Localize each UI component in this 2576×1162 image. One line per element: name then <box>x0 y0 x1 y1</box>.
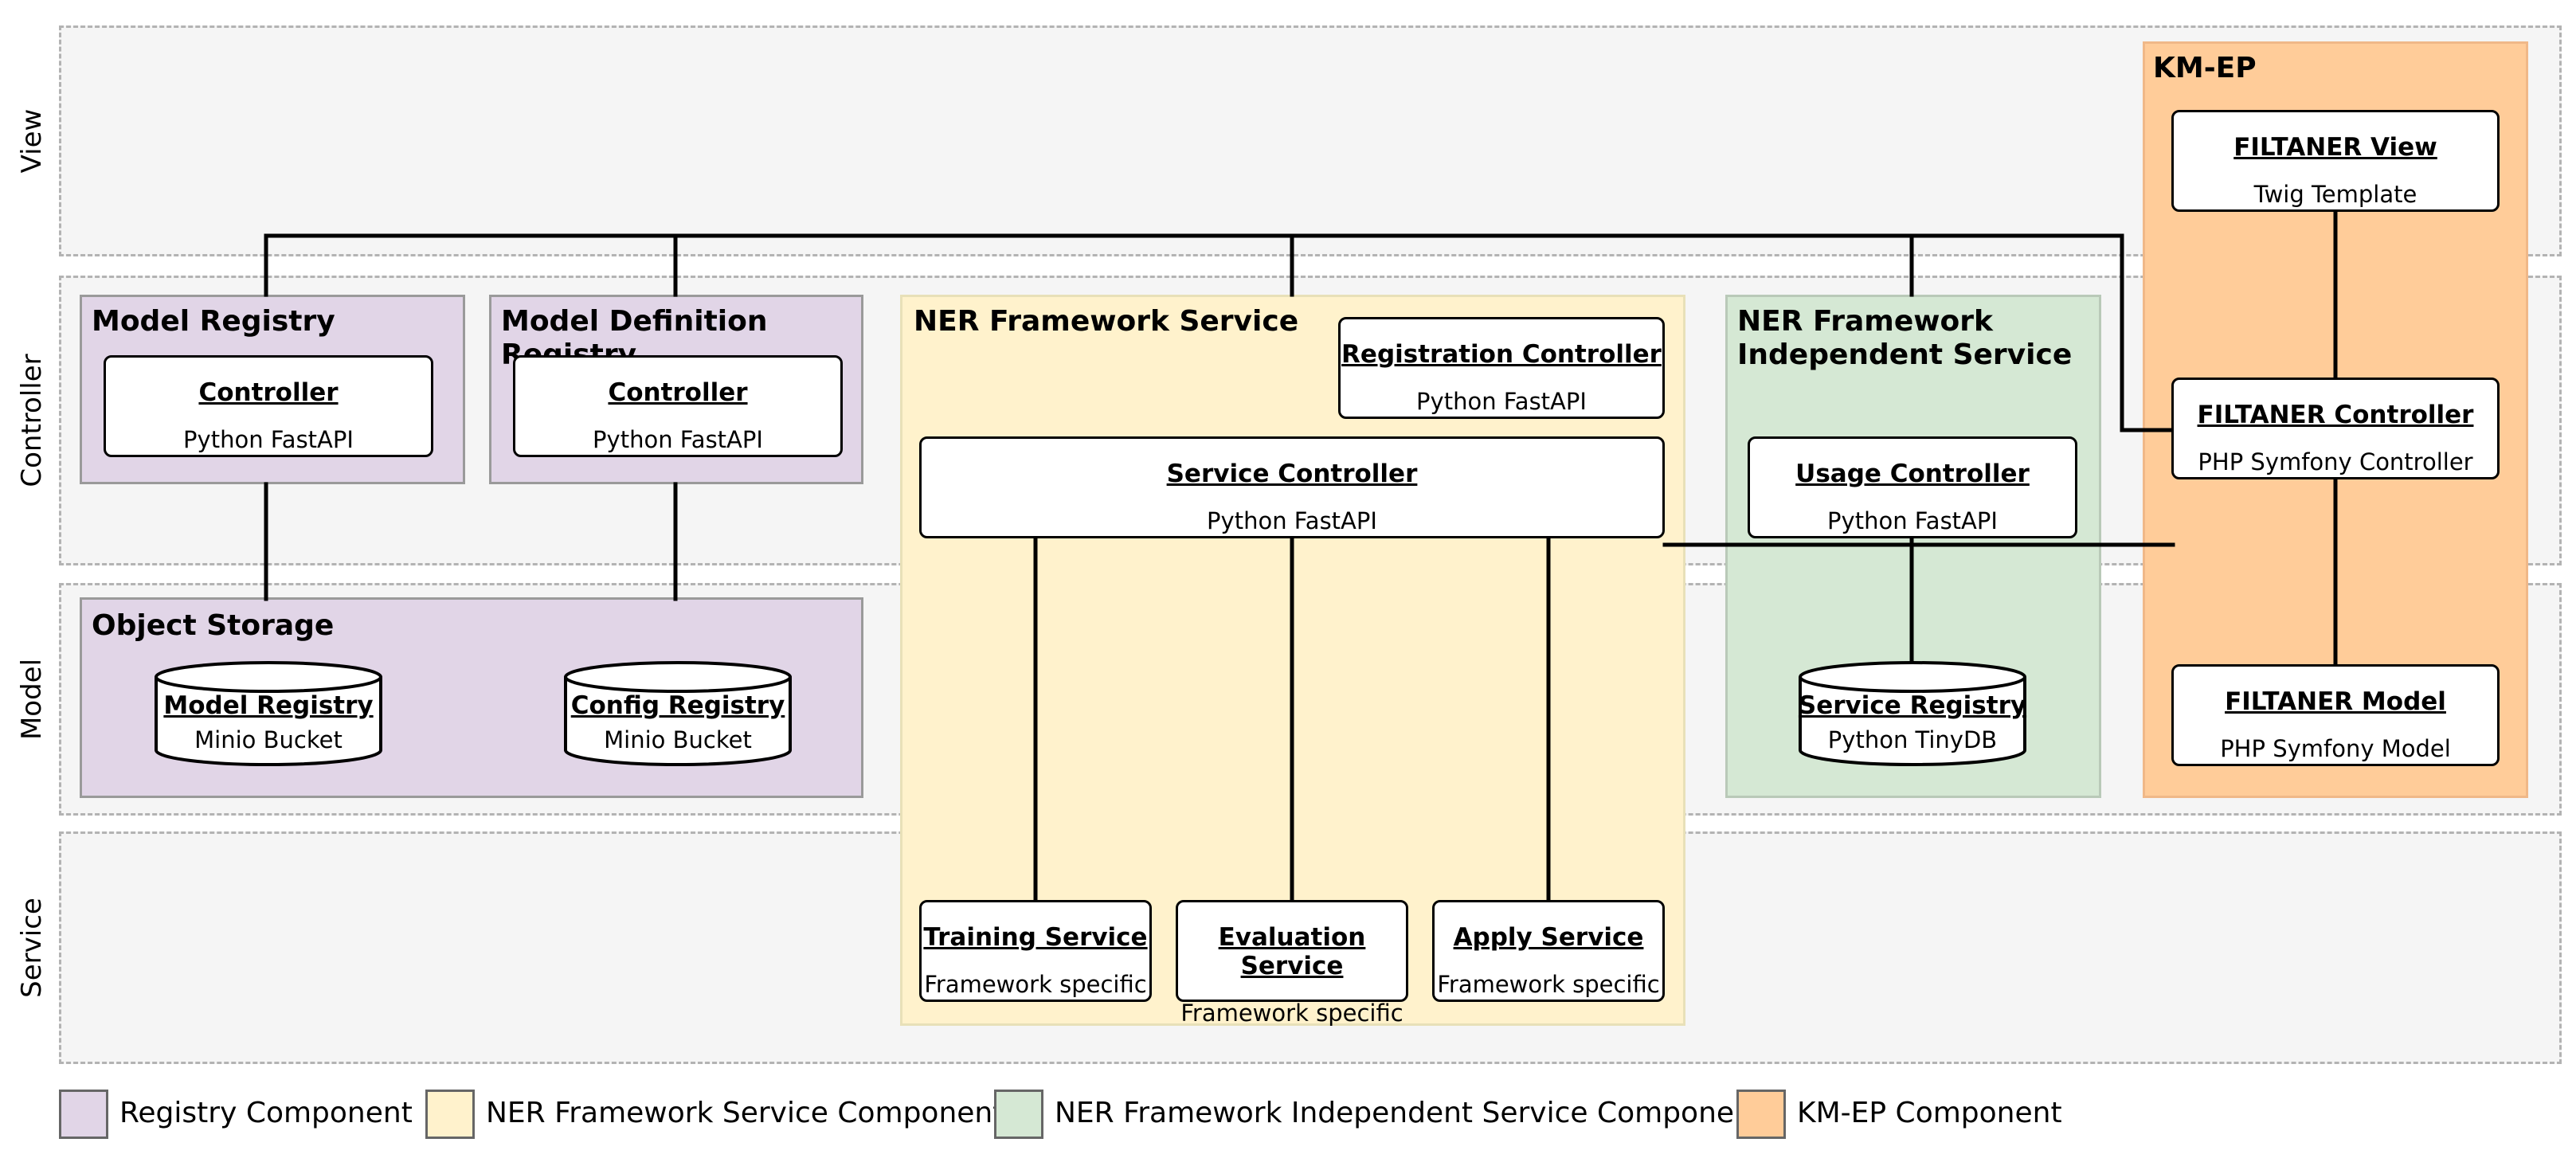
legend-swatch-kmep <box>1736 1090 1786 1139</box>
database-icon <box>564 661 792 766</box>
storage-subtitle: Python TinyDB <box>1827 726 1998 753</box>
storage-title: Model Registry <box>163 691 374 720</box>
mr-controller: Controller Python FastAPI <box>104 355 433 457</box>
component-title: Apply Service <box>1453 923 1644 952</box>
filtaner-view: FILTANER View Twig Template <box>2171 110 2500 212</box>
usage-controller: Usage Controller Python FastAPI <box>1748 436 2077 538</box>
region-title: KM-EP <box>2153 52 2257 84</box>
legend-label-ner-service: NER Framework Service Component <box>486 1097 1004 1129</box>
storage-title: Config Registry <box>570 691 785 720</box>
component-title: FILTANER Controller <box>2197 401 2474 429</box>
bus-line <box>264 233 2175 432</box>
component-title: FILTANER View <box>2233 133 2437 162</box>
apply-service: Apply Service Framework specific <box>1432 900 1665 1002</box>
model-registry-bucket: Model Registry Minio Bucket <box>153 659 384 768</box>
component-subtitle: Python FastAPI <box>1827 507 1998 534</box>
region-title: NER Framework Service <box>914 305 1299 338</box>
component-title: Controller <box>198 378 339 407</box>
storage-title: Service Registry <box>1798 691 2027 720</box>
component-subtitle: Framework specific <box>1437 971 1660 998</box>
component-title: Usage Controller <box>1795 460 2030 488</box>
component-subtitle: Python FastAPI <box>593 426 763 453</box>
component-subtitle: PHP Symfony Model <box>2220 735 2451 762</box>
config-registry-bucket: Config Registry Minio Bucket <box>562 659 793 768</box>
storage-subtitle: Minio Bucket <box>194 726 343 753</box>
legend-label-registry: Registry Component <box>119 1097 413 1129</box>
filtaner-model: FILTANER Model PHP Symfony Model <box>2171 664 2500 766</box>
component-title: Controller <box>608 378 748 407</box>
component-subtitle: Python FastAPI <box>183 426 354 453</box>
component-subtitle: Python FastAPI <box>1207 507 1377 534</box>
training-service: Training Service Framework specific <box>919 900 1152 1002</box>
legend-swatch-independent <box>994 1090 1043 1139</box>
legend-label-independent: NER Framework Independent Service Compon… <box>1055 1097 1764 1129</box>
legend-swatch-registry <box>59 1090 108 1139</box>
legend-label-kmep: KM-EP Component <box>1797 1097 2062 1129</box>
registration-controller: Registration Controller Python FastAPI <box>1338 317 1665 419</box>
filtaner-controller: FILTANER Controller PHP Symfony Controll… <box>2171 378 2500 479</box>
region-title: NER Framework Independent Service <box>1737 305 2073 371</box>
component-subtitle: PHP Symfony Controller <box>2198 448 2473 475</box>
evaluation-service: Evaluation Service Framework specific <box>1176 900 1408 1027</box>
component-title: Evaluation Service <box>1218 923 1366 980</box>
component-title: Registration Controller <box>1341 340 1662 369</box>
component-title: FILTANER Model <box>2225 687 2446 716</box>
region-title: Object Storage <box>92 609 335 642</box>
component-subtitle: Python FastAPI <box>1416 388 1587 415</box>
region-title: Model Registry <box>92 305 335 338</box>
database-icon <box>1799 661 2026 766</box>
storage-subtitle: Minio Bucket <box>604 726 752 753</box>
legend-swatch-ner-service <box>425 1090 475 1139</box>
service-controller: Service Controller Python FastAPI <box>919 436 1665 538</box>
service-registry-db: Service Registry Python TinyDB <box>1797 659 2028 768</box>
component-title: Service Controller <box>1166 460 1418 488</box>
component-subtitle: Framework specific <box>1180 1000 1403 1027</box>
mdr-controller: Controller Python FastAPI <box>513 355 843 457</box>
component-title: Training Service <box>923 923 1148 952</box>
component-subtitle: Twig Template <box>2253 181 2417 208</box>
database-icon <box>155 661 382 766</box>
component-subtitle: Framework specific <box>924 971 1147 998</box>
